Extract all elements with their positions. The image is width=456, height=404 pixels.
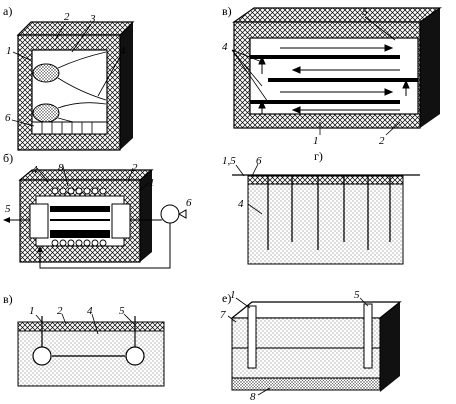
shelf-1	[250, 55, 400, 59]
label-5: 5	[5, 203, 11, 215]
panel-g-letter: г)	[314, 149, 323, 163]
panel-v-top: в) 5 4 1 2	[222, 4, 442, 147]
lower-layer	[231, 347, 381, 379]
piles	[247, 303, 373, 369]
panel-a: а) 1 2 3 4 6	[3, 4, 135, 151]
label-5: 5	[362, 6, 368, 18]
label-2: 2	[132, 162, 138, 174]
label-2: 2	[64, 11, 70, 23]
panel-b: б) 4 8	[3, 151, 192, 269]
flow-arrows	[258, 44, 410, 114]
load-top	[50, 206, 110, 212]
label-6: 6	[256, 155, 262, 167]
label-6: 6	[5, 112, 11, 124]
panel-a-letter: а)	[3, 4, 12, 18]
door-left	[29, 203, 49, 239]
panel-v-bottom: в) 1 2 4 5	[3, 292, 165, 387]
outlet-arrow	[3, 217, 10, 223]
panel-v-top-letter: в)	[222, 4, 232, 18]
side-face	[120, 22, 133, 150]
burner-top	[32, 63, 60, 83]
pump-icon	[160, 204, 180, 224]
surface-layer	[247, 175, 404, 185]
label-6: 6	[186, 197, 192, 209]
electrodes	[267, 175, 391, 250]
burner-bottom	[32, 103, 60, 123]
shelf-3	[250, 100, 400, 104]
label-2: 2	[57, 305, 63, 317]
label-4: 4	[120, 45, 126, 57]
label-4: 4	[222, 41, 228, 53]
label-8: 8	[58, 162, 64, 174]
shelf-2	[268, 78, 418, 82]
label-2: 2	[379, 135, 385, 147]
surface-layer	[17, 321, 165, 332]
heater-coils	[51, 187, 107, 247]
base-layer	[231, 377, 381, 391]
top-face	[230, 301, 402, 319]
label-7: 7	[220, 309, 226, 321]
heater-tubes	[32, 316, 145, 366]
door-right	[111, 203, 131, 239]
panel-e-letter: е)	[222, 291, 231, 305]
label-1: 1	[313, 135, 319, 147]
grate	[31, 121, 108, 135]
flame-upper	[57, 51, 107, 101]
label-1: 1	[29, 305, 35, 317]
side-face	[380, 302, 400, 392]
upper-layer	[231, 317, 381, 349]
label-1: 1	[149, 177, 155, 189]
label-4: 4	[238, 198, 244, 210]
label-1: 1	[6, 45, 12, 57]
label-1: 1	[230, 289, 236, 301]
label-3: 3	[89, 13, 96, 25]
label-4: 4	[32, 164, 38, 176]
ground-block	[247, 181, 404, 265]
side-face	[420, 8, 440, 128]
label-5: 5	[354, 289, 360, 301]
label-4: 4	[87, 305, 93, 317]
top-face	[16, 21, 135, 36]
panel-b-letter: б)	[3, 151, 13, 165]
side-face	[140, 170, 152, 262]
label-1-5: 1,5	[222, 155, 236, 167]
top-face	[232, 7, 442, 23]
panel-g: г) 1,5 6 4	[222, 149, 420, 265]
panel-e: е) 1 5 7 8	[220, 289, 402, 403]
panel-v-bottom-letter: в)	[3, 292, 13, 306]
label-5: 5	[119, 305, 125, 317]
load-bottom	[50, 230, 110, 238]
label-8: 8	[250, 391, 256, 403]
